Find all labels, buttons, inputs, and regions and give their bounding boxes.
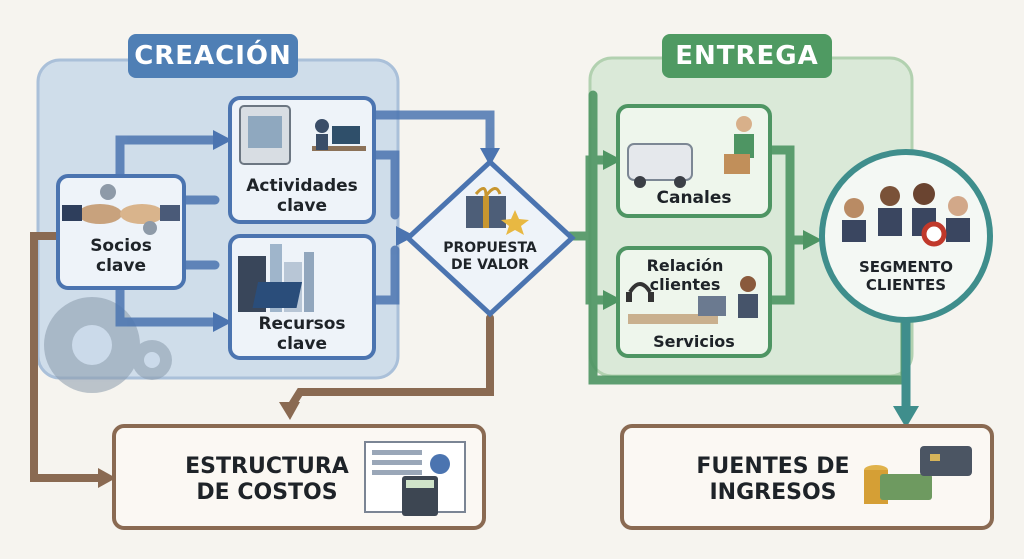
recursos-line1: Recursos [258,314,346,334]
actividades-line1: Actividades [246,176,358,196]
segmento-circle [819,149,993,323]
gift-star-icon [466,187,529,235]
relacion-box [616,246,772,358]
delivery-section-title: ENTREGA [662,34,832,78]
socios-box [56,174,186,290]
money-coins-cards-icon [864,446,972,504]
3d-printer-workstation-icon [239,105,366,165]
spreadsheet-calculator-icon [364,441,466,516]
creation-arrows [115,110,495,327]
relacion-line1: Relación [646,256,724,275]
revenue-arrowhead [893,406,919,428]
relacion-line2: clientes [649,275,721,294]
socios-label: Socios clave [58,236,184,276]
ingresos-box [620,424,994,530]
cost-arrows [30,232,494,482]
costos-line2: DE COSTOS [196,480,338,505]
costos-label: ESTRUCTURA DE COSTOS [172,454,362,506]
segmento-line2: CLIENTES [865,276,947,294]
ingresos-label: FUENTES DE INGRESOS [678,454,868,506]
canales-box [616,104,772,218]
van-delivery-icon [627,116,754,188]
costos-line1: ESTRUCTURA [185,454,349,479]
actividades-label: Actividades clave [230,176,374,216]
ingresos-line1: FUENTES DE [696,454,850,479]
customer-group-target-icon [842,183,970,247]
actividades-line2: clave [277,196,327,216]
propuesta-label: PROPUESTA DE VALOR [418,240,562,274]
propuesta-diamond [404,158,576,318]
socios-line1: Socios [90,236,152,256]
creation-section-title: CREACIÓN [128,34,298,78]
ingresos-line2: INGRESOS [709,480,837,505]
customer-service-icon [626,276,758,324]
servers-city-solar-icon [238,244,314,312]
servicios-label: Servicios [653,332,735,351]
propuesta-line2: DE VALOR [451,257,529,273]
relacion-label: Relación clientes [630,256,740,294]
delivery-arrowheads [603,150,822,310]
socios-line2: clave [96,256,146,276]
segmento-line1: SEGMENTO [858,258,954,276]
recursos-label: Recursos clave [230,314,374,354]
segmento-label: SEGMENTO CLIENTES [832,258,980,294]
canales-label: Canales [656,188,732,208]
propuesta-line1: PROPUESTA [443,240,537,256]
handshake-icon [62,184,180,235]
creation-arrowheads [213,130,500,332]
recursos-line2: clave [277,334,327,354]
cost-arrowheads [98,402,300,488]
